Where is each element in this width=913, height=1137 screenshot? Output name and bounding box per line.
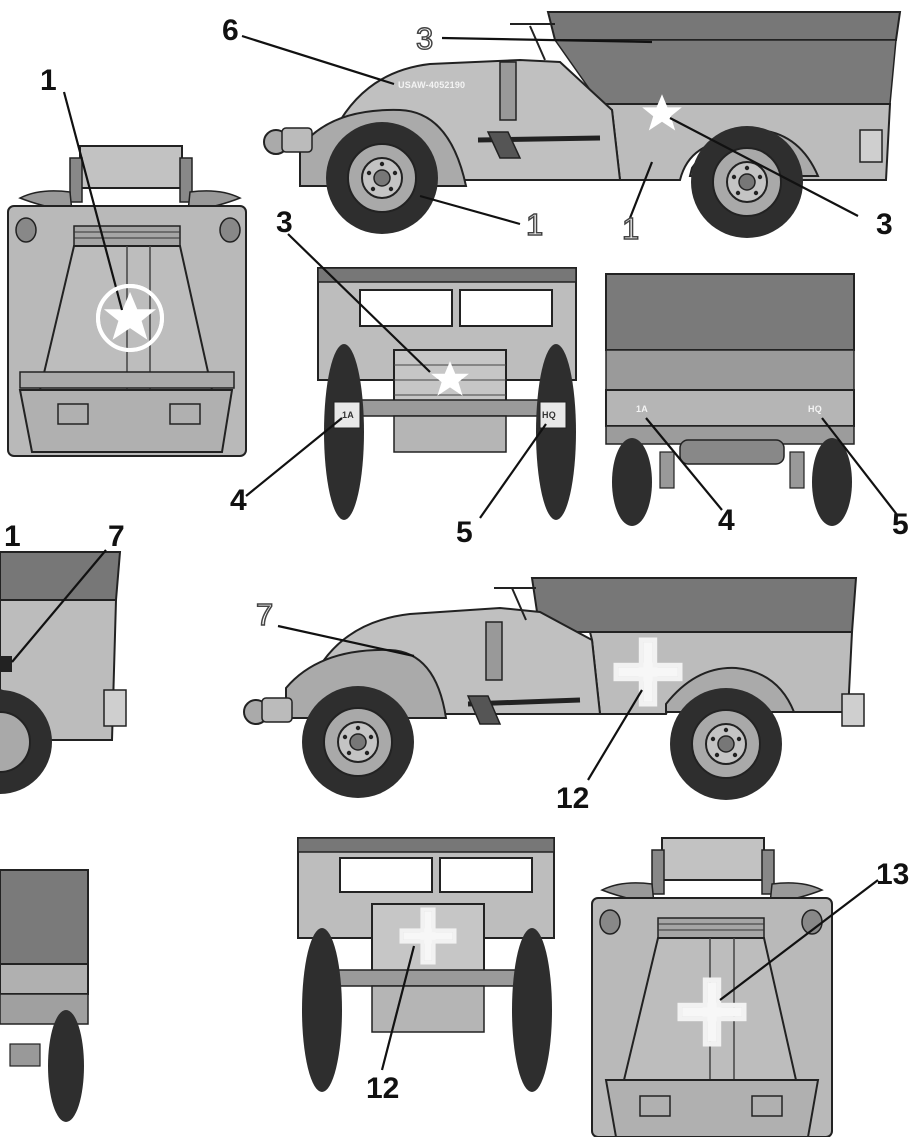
callout-1-left: 1 <box>4 520 21 553</box>
callout-7-side: 7 <box>255 597 274 632</box>
callout-1-wheel: 1 <box>525 207 544 242</box>
callout-12-front: 12 <box>366 1072 400 1105</box>
callout-3-front: 3 <box>276 206 293 239</box>
callout-5-front: 5 <box>456 516 473 549</box>
rear-view-partial-left <box>0 869 89 1122</box>
rear-view-us <box>605 273 855 526</box>
front-view-german <box>297 837 555 1092</box>
callout-1-top: 1 <box>40 64 57 97</box>
callout-6: 6 <box>222 14 239 47</box>
hq-marking-rear: HQ <box>808 404 822 414</box>
unit-marking-1a-front: 1A <box>342 410 354 420</box>
callout-1-hull: 1 <box>621 211 640 246</box>
top-view-us <box>7 145 247 457</box>
callout-13: 13 <box>876 858 910 891</box>
callout-12-side: 12 <box>556 782 590 815</box>
callout-7-left: 7 <box>108 520 125 553</box>
front-view-us <box>317 267 577 520</box>
leader-lines <box>11 34 899 1071</box>
side-view-german <box>243 577 865 801</box>
star-roundel <box>96 284 164 352</box>
callout-5-rear: 5 <box>892 508 909 541</box>
side-view-partial-left <box>0 551 127 794</box>
unit-marking-1a-rear: 1A <box>636 404 648 414</box>
callout-3-right: 3 <box>876 208 893 241</box>
serial-number-marking: USAW-4052190 <box>398 80 466 90</box>
callout-4-rear: 4 <box>718 504 735 537</box>
hq-marking-front: HQ <box>542 410 556 420</box>
callout-4-front: 4 <box>230 484 247 517</box>
callout-3-side: 3 <box>415 21 434 56</box>
side-view-us <box>263 11 902 239</box>
top-view-german <box>591 837 833 1137</box>
